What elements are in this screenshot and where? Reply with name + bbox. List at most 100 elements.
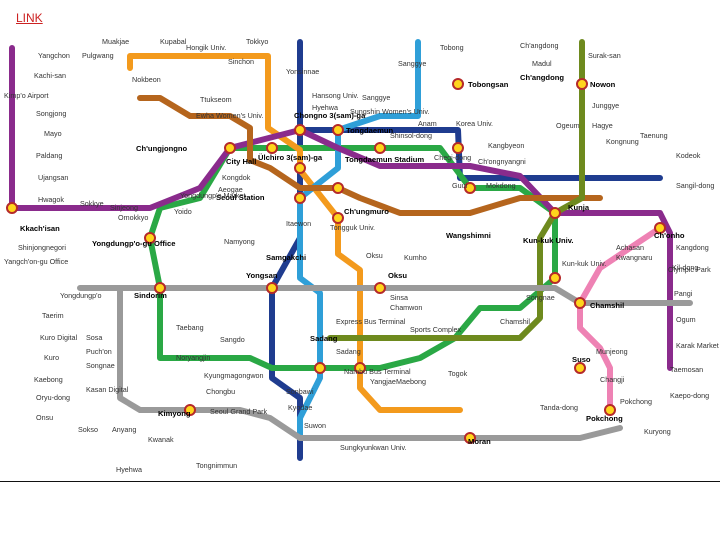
transfer-station[interactable]	[266, 142, 278, 154]
station-label: Ogum	[676, 315, 696, 324]
station-label: Sinchon	[228, 57, 254, 66]
station-label: Yangch'on-gu Office	[4, 257, 68, 266]
station-label: Itaewon	[286, 219, 311, 228]
transfer-station[interactable]	[266, 282, 278, 294]
station-label: Ch'ungmuro	[344, 207, 389, 216]
link-text[interactable]: LINK	[16, 11, 43, 25]
station-label: Songnae	[86, 361, 115, 370]
station-label: Pangi	[674, 289, 693, 298]
station-label: Sosa	[86, 333, 102, 342]
station-label: Yoido	[174, 207, 192, 216]
station-label: Kangbyeon	[488, 141, 524, 150]
station-label: Yongsan	[246, 271, 278, 280]
station-label: Sangdo	[220, 335, 245, 344]
transfer-station[interactable]	[549, 272, 561, 284]
station-label: Tongdaemun Stadium	[345, 155, 424, 164]
transfer-station[interactable]	[294, 124, 306, 136]
station-label: Ewha Women's Univ.	[196, 111, 263, 120]
station-label: Taerim	[42, 311, 64, 320]
transfer-station[interactable]	[452, 78, 464, 90]
station-label: Kuro	[44, 353, 59, 362]
station-label: Ch'ongnyangni	[478, 157, 526, 166]
transfer-station[interactable]	[144, 232, 156, 244]
station-label: City Hall	[226, 157, 256, 166]
station-label: Muakjae	[102, 38, 129, 46]
transfer-station[interactable]	[332, 124, 344, 136]
station-label: Munjeong	[596, 347, 628, 356]
station-label: Mokdong	[486, 181, 516, 190]
station-label: Kaebong	[34, 375, 63, 384]
transfer-station[interactable]	[464, 182, 476, 194]
station-label: Sangil-dong	[676, 181, 714, 190]
station-label: Namyong	[224, 237, 255, 246]
station-label: Chongno 3(sam)-ga	[294, 111, 366, 120]
station-label: Seoul Station	[216, 193, 265, 202]
transfer-station[interactable]	[452, 142, 464, 154]
transfer-station[interactable]	[574, 297, 586, 309]
station-label: Sungshin Women's Univ.	[350, 107, 429, 116]
station-label: Kachi-san	[34, 71, 66, 80]
station-label: Tongguk Univ.	[330, 223, 375, 232]
station-label: Nambu Bus Terminal	[344, 367, 411, 376]
station-label: Yangjae	[370, 377, 396, 386]
station-label: Changji	[600, 375, 625, 384]
station-label: Tobongsan	[468, 80, 509, 89]
line-4	[297, 39, 421, 441]
transfer-station[interactable]	[464, 432, 476, 444]
transfer-station[interactable]	[314, 362, 326, 374]
station-label: Pulgwang	[82, 51, 114, 60]
station-label: Hwagok	[38, 195, 64, 204]
station-label: Chegi-dong	[434, 153, 471, 162]
transfer-station[interactable]	[654, 222, 666, 234]
station-label: Pokchong	[620, 397, 652, 406]
station-label: Yongdungp'o	[60, 291, 101, 300]
station-label: Kodeok	[676, 151, 701, 160]
station-label: Tokkyo	[246, 38, 268, 46]
line-7	[327, 39, 585, 341]
station-label: Chongbu	[206, 387, 235, 396]
transfer-station[interactable]	[154, 282, 166, 294]
station-label: Sonbawi	[286, 387, 314, 396]
station-label: Kuro Digital	[40, 333, 78, 342]
transfer-station[interactable]	[374, 282, 386, 294]
transfer-station[interactable]	[574, 362, 586, 374]
station-label: Yangchon	[38, 51, 70, 60]
station-label: Puch'on	[86, 347, 112, 356]
station-label: Olympic Park	[668, 265, 711, 274]
station-label: Ch'ungjongno	[136, 144, 188, 153]
transfer-station[interactable]	[374, 142, 386, 154]
transfer-station[interactable]	[576, 78, 588, 90]
station-label: Ujangsan	[38, 173, 68, 182]
national-rail-west	[117, 285, 623, 441]
station-label: Madul	[532, 59, 552, 68]
transfer-station[interactable]	[224, 142, 236, 154]
transfer-station[interactable]	[332, 212, 344, 224]
station-label: Yonsinnae	[286, 67, 319, 76]
station-label: Paldang	[36, 151, 62, 160]
station-label: Kongnung	[606, 137, 639, 146]
transfer-station[interactable]	[549, 207, 561, 219]
station-label: Ogeum	[556, 121, 580, 130]
station-label: Karak Market	[676, 341, 719, 350]
transfer-station[interactable]	[294, 192, 306, 204]
station-label: Mayo	[44, 129, 62, 138]
station-label: Hagye	[592, 121, 613, 130]
station-label: Kun-kuk Univ.	[523, 236, 574, 245]
station-label: Chamwon	[390, 303, 422, 312]
station-label: Sungkyunkwan Univ.	[340, 443, 407, 452]
transfer-station[interactable]	[604, 404, 616, 416]
station-label: Samgakchi	[266, 253, 306, 262]
transfer-station[interactable]	[332, 182, 344, 194]
transfer-station[interactable]	[354, 362, 366, 374]
transfer-station[interactable]	[294, 162, 306, 174]
bottom-rule	[0, 481, 720, 482]
station-label: Oksu	[388, 271, 407, 280]
line-3	[127, 53, 463, 413]
station-label: Chamshil	[500, 317, 530, 326]
station-label: Taemosan	[670, 365, 703, 374]
transfer-station[interactable]	[184, 404, 196, 416]
station-label: Wangshimni	[446, 231, 491, 240]
station-label: Ch'onho	[654, 231, 685, 240]
transfer-station[interactable]	[6, 202, 18, 214]
station-label: Seoul Grand Park	[210, 407, 268, 416]
